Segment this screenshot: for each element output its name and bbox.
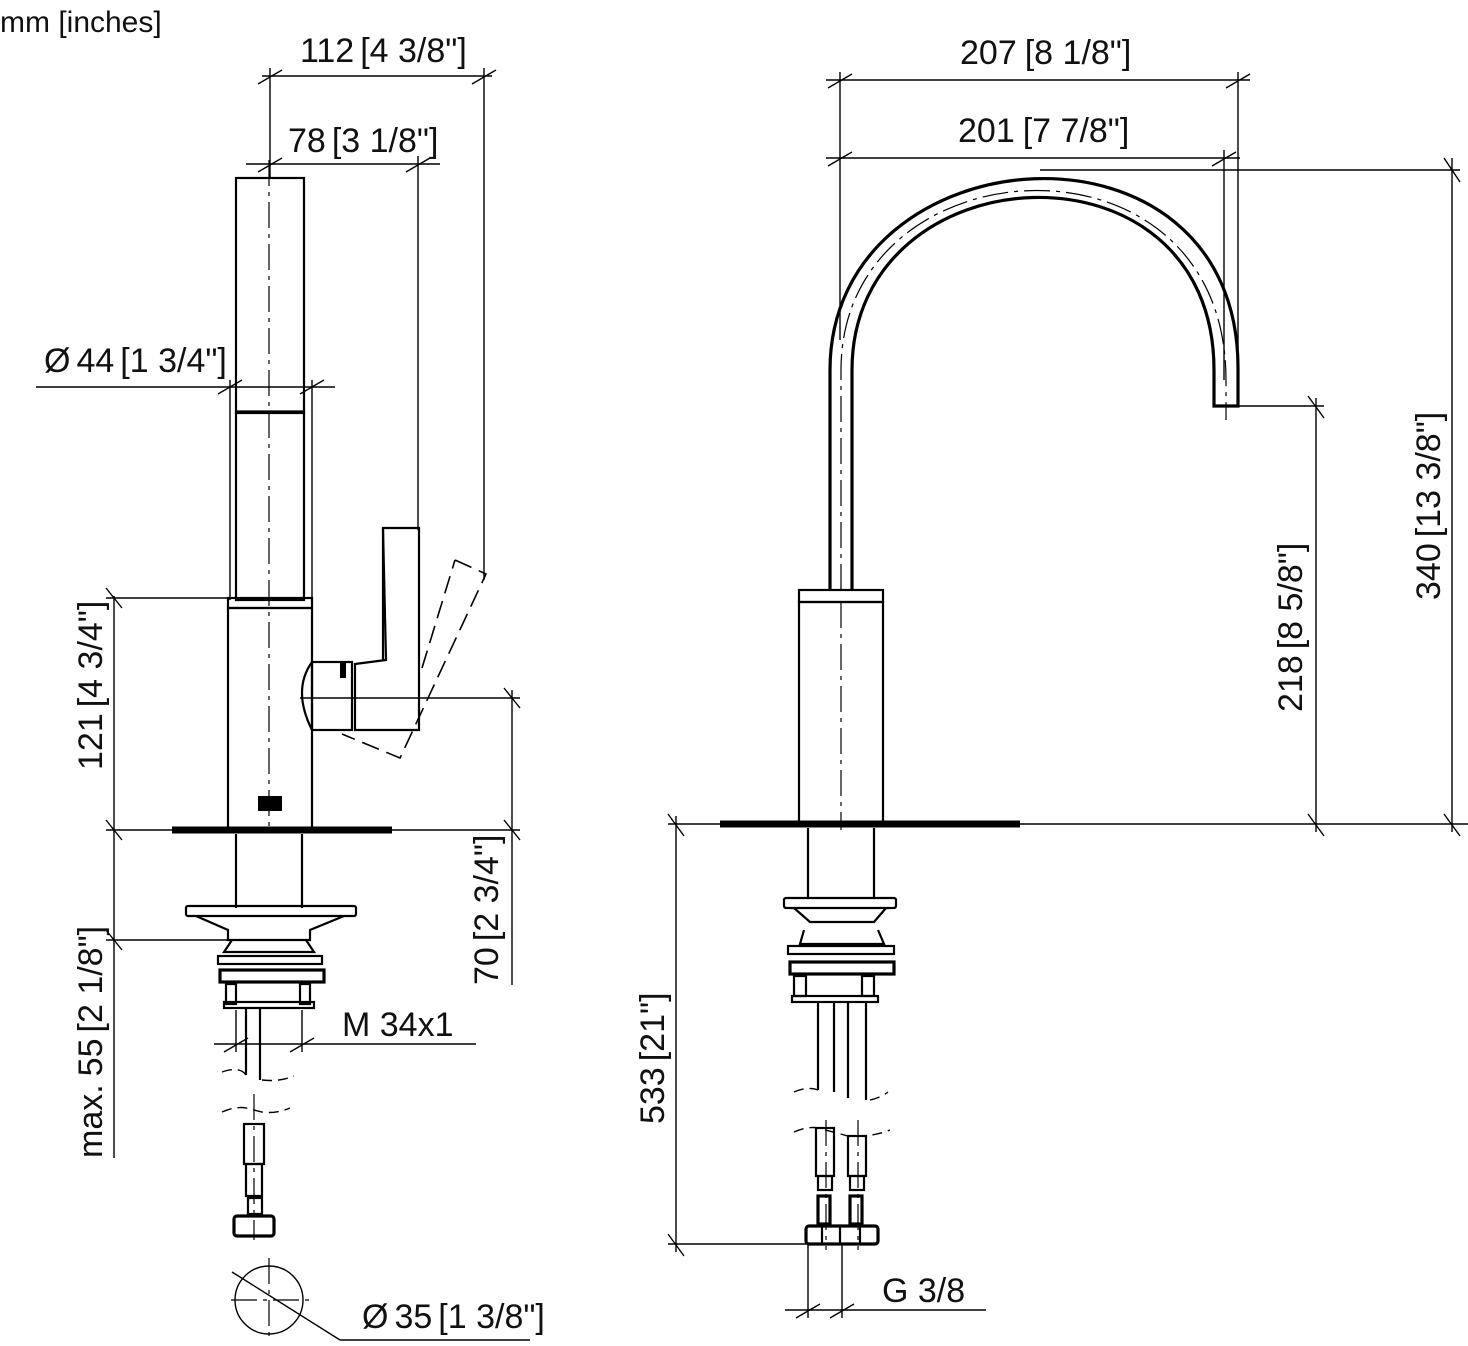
dim-201-label: 201[7 7/8"] xyxy=(958,112,1129,150)
dim-max55-label: max.55[2 1/8"] xyxy=(72,926,110,1158)
dim-218-label: 218[8 5/8"] xyxy=(1272,543,1310,712)
side-spout-upper xyxy=(234,176,306,415)
dim-340-label: 340[13 3/8"] xyxy=(1410,412,1448,600)
front-spout xyxy=(828,176,1240,590)
thread-g38-label: G 3/8 xyxy=(882,1272,965,1310)
units-label: mm [inches] xyxy=(0,6,162,39)
side-lever-swung xyxy=(341,559,488,760)
front-view: 207[8 1/8"] 201[7 7/8"] 340[13 3/8"] 218… xyxy=(634,34,1468,1319)
dim-70-label: 70[2 3/4"] xyxy=(468,835,506,985)
thread-m34-label: M 34x1 xyxy=(342,1006,454,1044)
dim-533-label: 533[21"] xyxy=(634,992,672,1124)
front-hose-nuts xyxy=(804,1224,880,1246)
dim-78-label: 78[3 1/8"] xyxy=(288,122,438,160)
side-lever xyxy=(353,526,421,732)
front-mounting-bracket xyxy=(782,896,898,910)
side-logo-badge xyxy=(258,796,282,811)
dim-112-label: 112[4 3/8"] xyxy=(300,32,467,70)
side-mounting-bracket xyxy=(184,904,358,918)
dim-121-label: 121[4 3/4"] xyxy=(72,601,110,770)
dim-207-label: 207[8 1/8"] xyxy=(960,34,1131,72)
